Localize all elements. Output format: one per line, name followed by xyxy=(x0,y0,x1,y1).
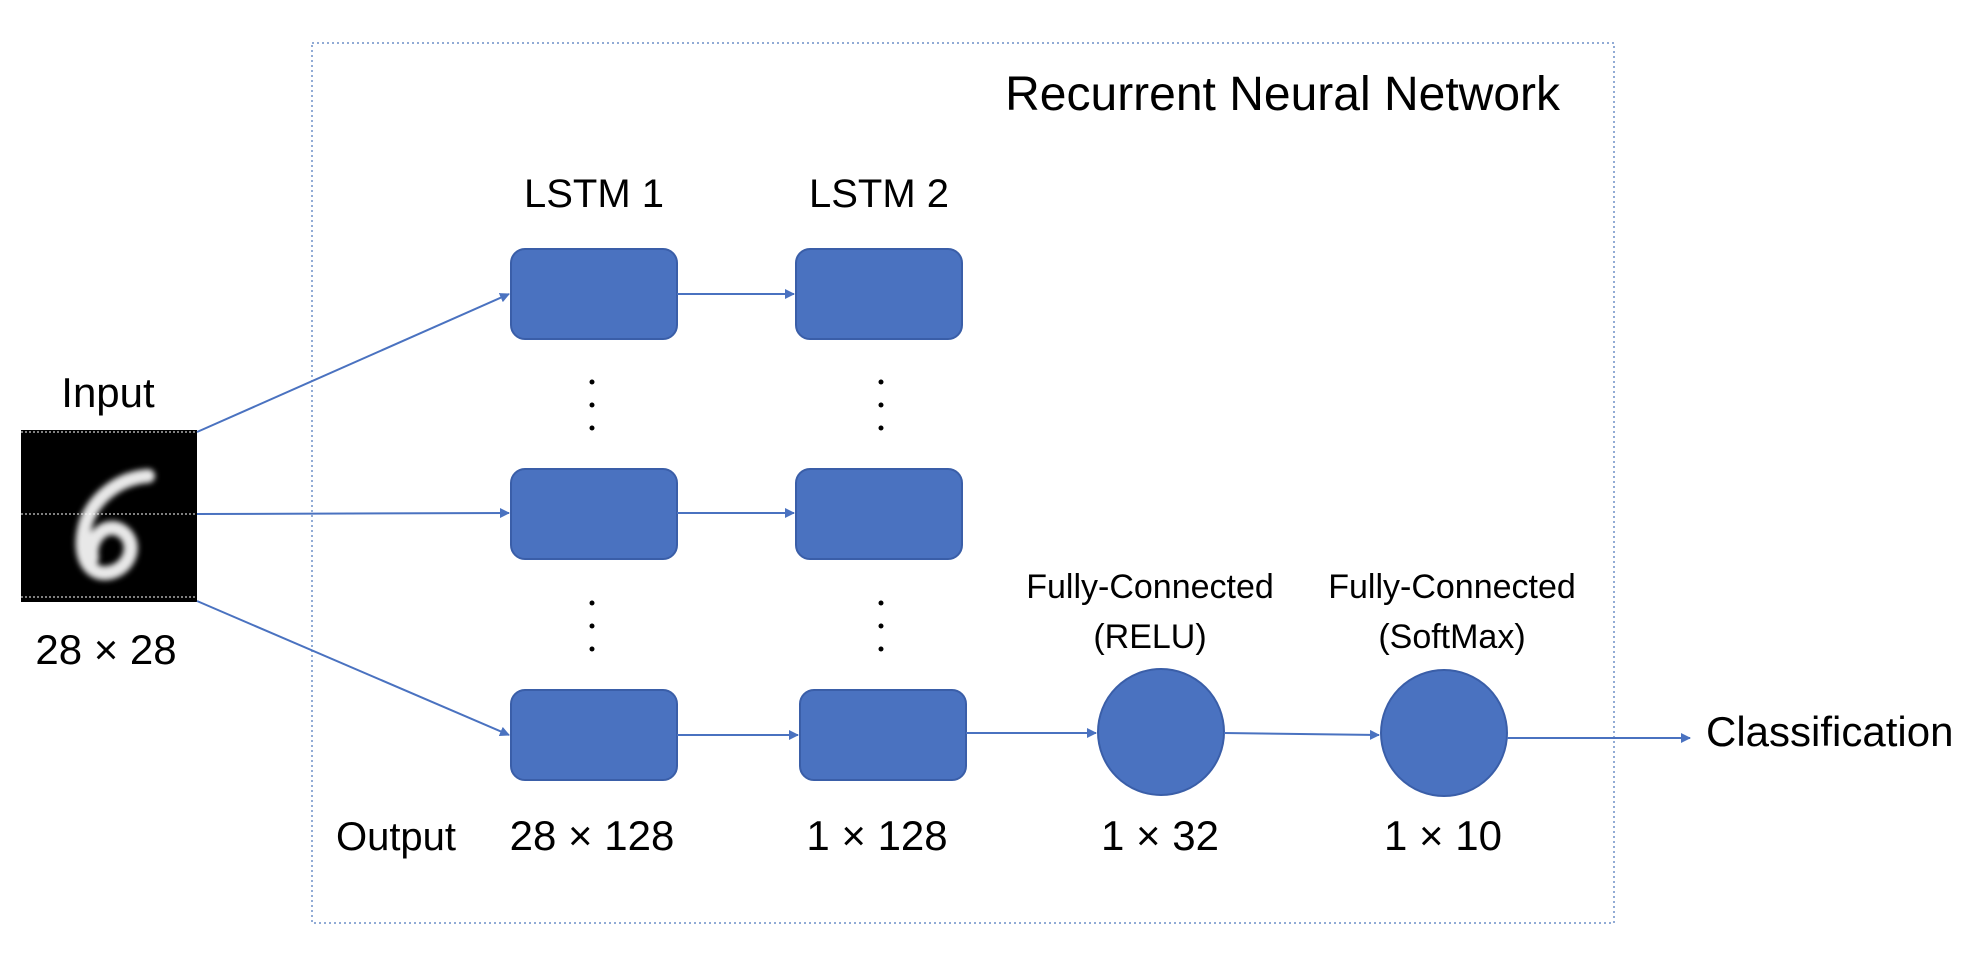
lstm2-node-top xyxy=(795,248,963,340)
lstm2-ellipsis-upper xyxy=(878,379,884,431)
lstm1-label: LSTM 1 xyxy=(524,172,664,216)
lstm2-node-middle xyxy=(795,468,963,560)
rnn-frame xyxy=(311,42,1615,924)
fc-relu-label-line1: Fully-Connected xyxy=(1026,568,1274,606)
lstm2-ellipsis-lower xyxy=(878,600,884,652)
lstm1-ellipsis-lower xyxy=(589,600,595,652)
lstm1-node-top xyxy=(510,248,678,340)
input-size-label: 28 × 28 xyxy=(35,626,176,673)
arrow-fc-relu-to-fc-softmax xyxy=(1223,729,1380,740)
fc-relu-output-size: 1 × 32 xyxy=(1101,812,1219,859)
input-digit-image xyxy=(21,430,197,602)
classification-label: Classification xyxy=(1706,708,1953,755)
fc-softmax-output-size: 1 × 10 xyxy=(1384,812,1502,859)
arrow-input-to-lstm1-top xyxy=(196,293,510,433)
arrow-input-to-lstm1-bottom xyxy=(196,600,510,737)
fc-relu-label-line2: (RELU) xyxy=(1093,618,1206,656)
lstm2-output-size: 1 × 128 xyxy=(806,812,947,859)
fc-relu-node xyxy=(1097,668,1225,796)
arrow-input-to-lstm1-middle xyxy=(196,508,510,519)
output-row-label: Output xyxy=(336,815,456,859)
input-label: Input xyxy=(61,369,155,416)
lstm2-label: LSTM 2 xyxy=(809,172,949,216)
lstm1-node-middle xyxy=(510,468,678,560)
fc-softmax-node xyxy=(1380,669,1508,797)
lstm1-node-bottom xyxy=(510,689,678,781)
rnn-title: Recurrent Neural Network xyxy=(1005,68,1561,121)
connection-arrows xyxy=(196,289,1691,743)
lstm1-ellipsis-upper xyxy=(589,379,595,431)
lstm1-output-size: 28 × 128 xyxy=(510,812,675,859)
fc-softmax-label-line2: (SoftMax) xyxy=(1378,618,1525,656)
fc-softmax-label-line1: Fully-Connected xyxy=(1328,568,1576,606)
lstm2-node-bottom xyxy=(799,689,967,781)
